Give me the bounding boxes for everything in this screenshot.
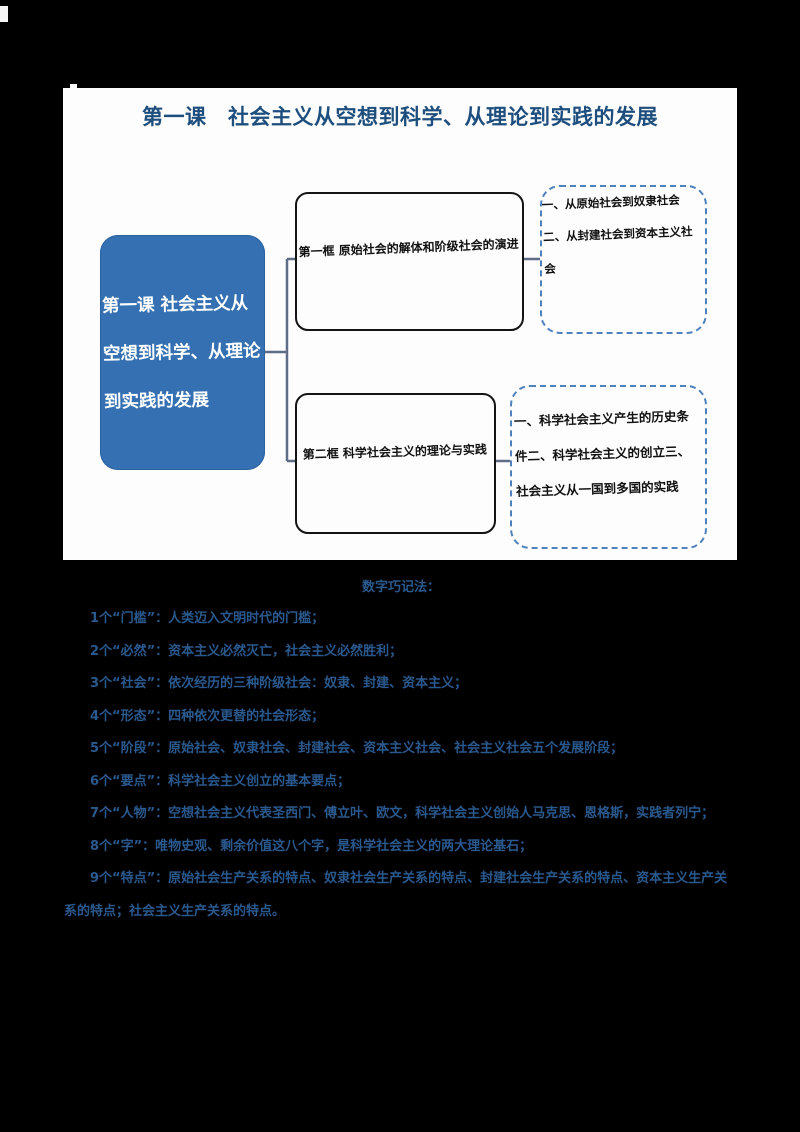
frame2-points-node: 一、科学社会主义产生的历史条件二、科学社会主义的创立三、社会主义从一国到多国的实… — [510, 385, 707, 549]
frame2-points-label: 一、科学社会主义产生的历史条件二、科学社会主义的创立三、社会主义从一国到多国的实… — [513, 407, 691, 499]
notes-item: 3个“社会”：依次经历的三种阶级社会：奴隶、封建、资本主义； — [90, 676, 468, 691]
notes-item: 2个“必然”：资本主义必然灭亡，社会主义必然胜利； — [90, 643, 403, 659]
frame2-label: 第二框 科学社会主义的理论与实践 — [302, 442, 488, 462]
notes-item: 8个“字”：唯物史观、剩余价值这八个字，是科学社会主义的两大理论基石； — [90, 838, 533, 854]
notes-item: 7个“人物”：空想社会主义代表圣西门、傅立叶、欧文，科学社会主义创始人马克思、恩… — [90, 806, 715, 821]
notes-heading: 数字巧记法： — [361, 580, 440, 595]
notes-item: 6个“要点”：科学社会主义创立的基本要点； — [90, 773, 351, 789]
notes-item: 5个“阶段”：原始社会、奴隶社会、封建社会、资本主义社会、社会主义社会五个发展阶… — [90, 741, 624, 756]
frame1-points-label: 一、从原始社会到奴隶社会二、从封建社会到资本主义社会 — [541, 192, 693, 276]
notes-item: 4个“形态”：四种依次更替的社会形态； — [90, 708, 325, 724]
content-panel: 第一课 社会主义从空想到科学、从理论到实践的发展 第一课 社会主义从空想到科学、… — [63, 88, 737, 560]
notes-item: 9个“特点”：原始社会生产关系的特点、奴隶社会生产关系的特点、封建社会生产关系的… — [64, 871, 728, 919]
frame1-points-node: 一、从原始社会到奴隶社会二、从封建社会到资本主义社会 — [540, 185, 707, 334]
connector-lines — [265, 257, 540, 463]
page-title: 第一课 社会主义从空想到科学、从理论到实践的发展 — [142, 104, 658, 129]
root-node-label: 第一课 社会主义从空想到科学、从理论到实践的发展 — [101, 293, 261, 413]
page-corner-artifact — [0, 6, 8, 22]
frame2-node: 第二框 科学社会主义的理论与实践 — [295, 393, 496, 534]
notes-item: 1个“门槛”：人类迈入文明时代的门槛； — [90, 611, 325, 626]
frame1-node: 第一框 原始社会的解体和阶级社会的演进 — [295, 192, 524, 331]
frame1-label: 第一框 原始社会的解体和阶级社会的演进 — [298, 236, 520, 260]
notes-section: 数字巧记法： 1个“门槛”：人类迈入文明时代的门槛； 2个“必然”：资本主义必然… — [64, 576, 738, 928]
knowledge-map-diagram: 第一课 社会主义从空想到科学、从理论到实践的发展 第一框 原始社会的解体和阶级社… — [63, 88, 737, 560]
root-node: 第一课 社会主义从空想到科学、从理论到实践的发展 — [100, 235, 265, 470]
